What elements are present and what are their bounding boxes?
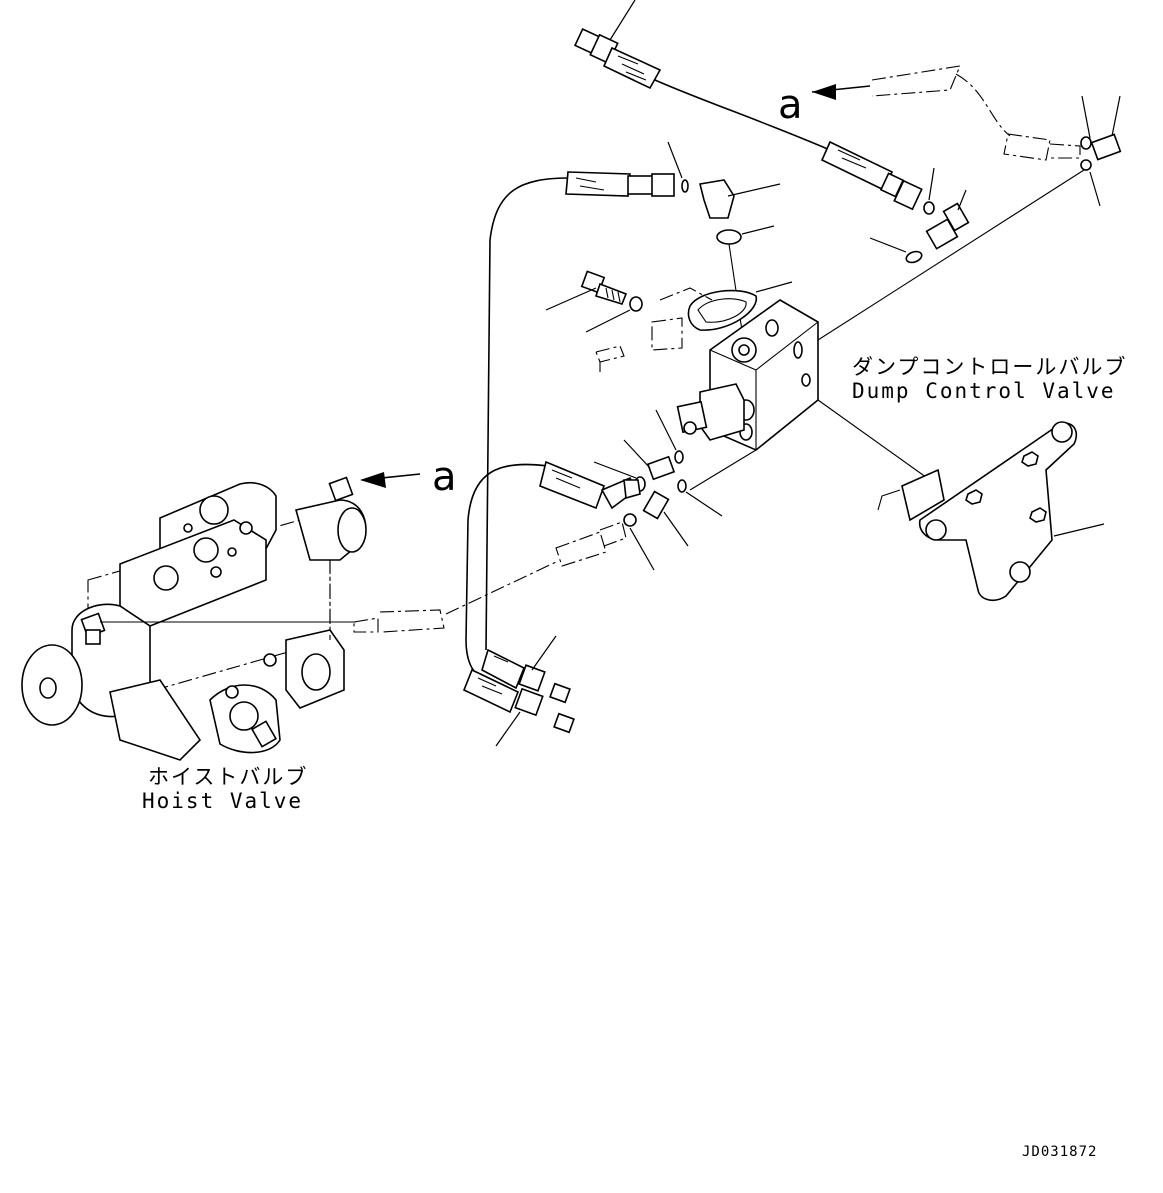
- elbow-hose: [485, 141, 781, 651]
- front-fittings: [593, 409, 723, 571]
- lower-loop-hose: [465, 399, 931, 677]
- ref-a-top: a: [778, 82, 803, 128]
- dump-valve-label: ダンプコントロールバルブ Dump Control Valve: [852, 355, 1127, 403]
- hoist-valve-label-jp: ホイストバルブ: [148, 765, 308, 789]
- dump-control-valve: [651, 281, 819, 451]
- top-right-fittings: [869, 167, 970, 264]
- drawing-code: JD031872: [1022, 1144, 1097, 1160]
- top-hose: [573, 0, 923, 211]
- bolt-and-washer: [545, 270, 643, 372]
- hoist-valve: [21, 476, 367, 761]
- ref-a-left: a: [432, 454, 457, 500]
- detail-a-left: a: [360, 454, 457, 500]
- dump-valve-label-en: Dump Control Valve: [852, 379, 1116, 403]
- lower-hose-ends: [462, 635, 575, 747]
- detail-a-hose: a: [778, 65, 1122, 207]
- dump-valve-label-jp: ダンプコントロールバルブ: [852, 355, 1127, 379]
- dashed-connection-hose: [329, 521, 627, 640]
- hoist-valve-label-en: Hoist Valve: [142, 789, 303, 813]
- hoist-valve-label: ホイストバルブ Hoist Valve: [142, 765, 308, 813]
- mounting-bracket: [877, 421, 1105, 602]
- diagonal-line: [817, 169, 1085, 341]
